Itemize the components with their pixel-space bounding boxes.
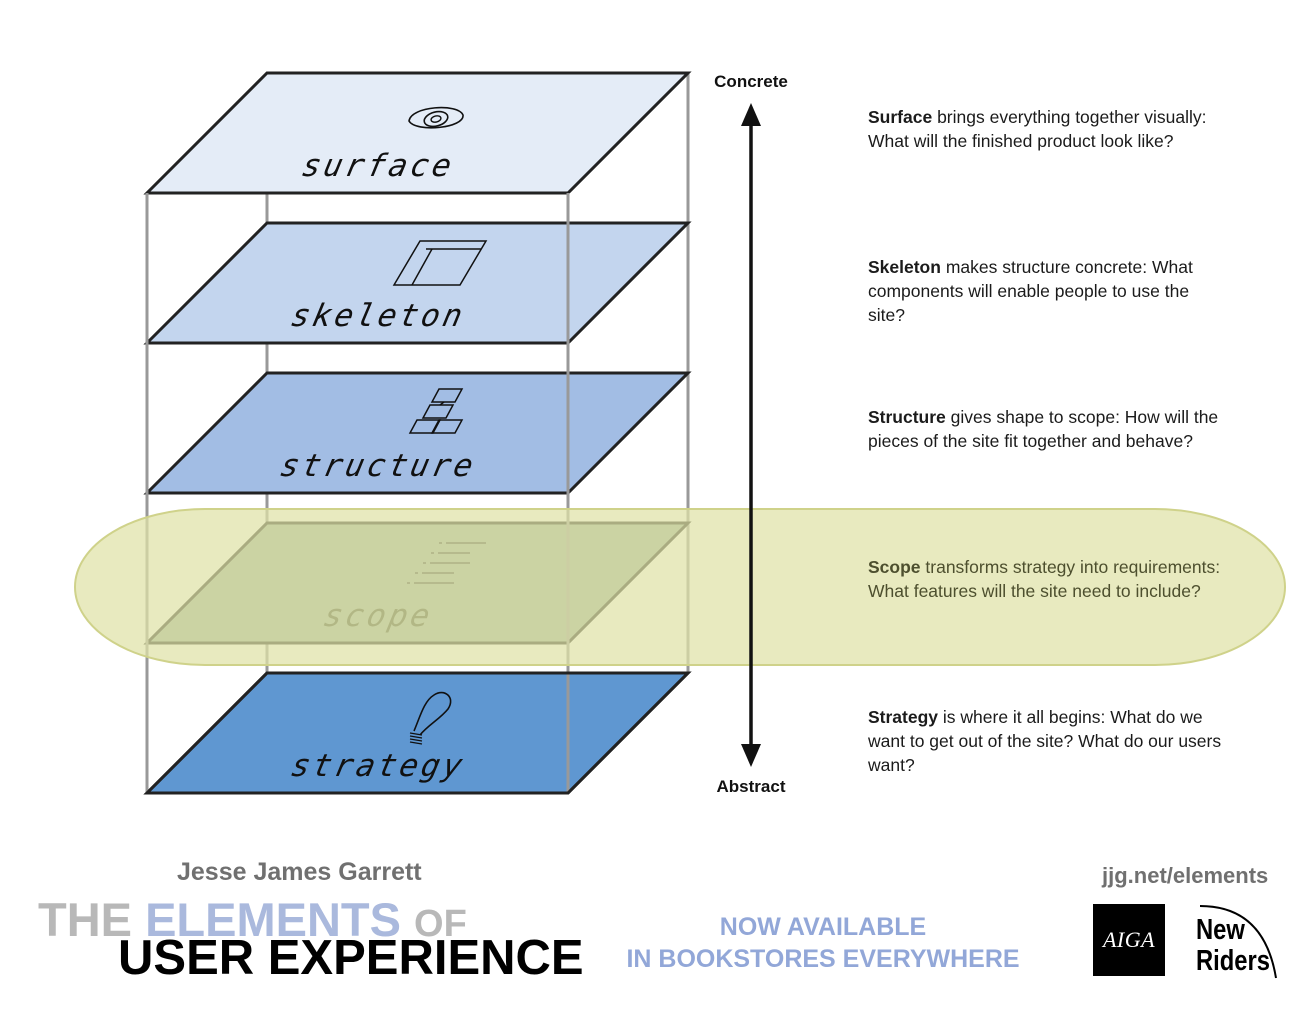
description-text: makes structure concrete: What component… (868, 257, 1193, 325)
description-text: brings everything together visually: Wha… (868, 107, 1207, 151)
vertical-axis-arrow (741, 103, 761, 767)
description-title: Skeleton (868, 257, 941, 277)
description-title: Surface (868, 107, 933, 127)
promo-text: NOW AVAILABLE IN BOOKSTORES EVERYWHERE (618, 911, 1028, 975)
new-riders-logo-arc (1199, 905, 1277, 979)
plane-strategy: strategy (143, 671, 692, 795)
promo-line1: NOW AVAILABLE (719, 913, 927, 941)
description-title: Strategy (868, 707, 939, 727)
plane-label: structure (277, 448, 479, 484)
plane-label: skeleton (288, 298, 469, 334)
promo-line2: IN BOOKSTORES EVERYWHERE (626, 945, 1020, 973)
new-riders-logo: New Riders (1196, 915, 1270, 977)
plane-surface: surface (143, 71, 692, 195)
description-strategy: Strategy is where it all begins: What do… (868, 705, 1228, 777)
new-riders-logo-line1: New (1196, 914, 1245, 946)
description-title: Scope (868, 557, 921, 577)
description-text: transforms strategy into requirements: W… (868, 557, 1221, 601)
scope-highlight-band (74, 508, 1286, 666)
title-of: OF (414, 903, 467, 945)
wireframe-icon (392, 240, 488, 286)
new-riders-logo-line2: Riders (1196, 945, 1271, 977)
description-title: Structure (868, 407, 946, 427)
plane-stack: surfaceskeletonstructurescopestrategy (74, 71, 1286, 795)
plane-label: strategy (288, 748, 469, 784)
aiga-logo: AIGA (1093, 904, 1165, 976)
plane-label: surface (299, 148, 458, 184)
description-skeleton: Skeleton makes structure concrete: What … (868, 255, 1228, 327)
flowchart-icon (408, 388, 464, 434)
description-text: gives shape to scope: How will the piece… (868, 407, 1219, 451)
eye-icon (408, 106, 464, 129)
plane-skeleton: skeleton (143, 221, 692, 345)
plane-strategy-outline (143, 671, 692, 795)
axis-label-abstract: Abstract (716, 777, 786, 796)
aiga-logo-text: AIGA (1102, 927, 1156, 952)
description-text: is where it all begins: What do we want … (868, 707, 1222, 775)
book-title-line2: USER EXPERIENCE (118, 931, 584, 985)
plane-structure: structure (143, 371, 692, 495)
description-surface: Surface brings everything together visua… (868, 105, 1228, 153)
title-elements: ELEMENTS (145, 893, 401, 946)
lightbulb-icon (409, 691, 452, 745)
description-structure: Structure gives shape to scope: How will… (868, 405, 1228, 453)
website-link[interactable]: jjg.net/elements (1102, 863, 1269, 888)
axis-label-concrete: Concrete (714, 72, 788, 91)
description-scope: Scope transforms strategy into requireme… (868, 555, 1228, 603)
book-title-line1: THE ELEMENTS OF (38, 892, 467, 952)
title-the: THE (38, 893, 132, 946)
author-name: Jesse James Garrett (177, 858, 422, 886)
